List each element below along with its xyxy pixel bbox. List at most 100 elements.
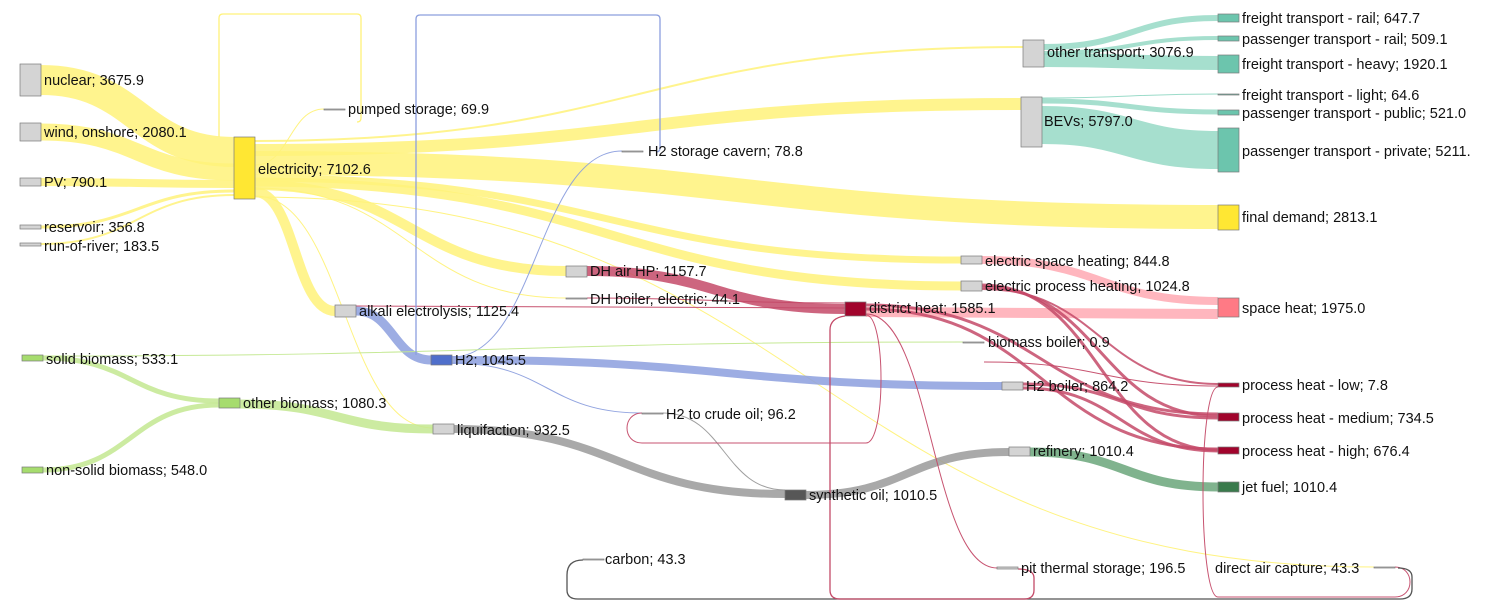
- flow-dac-to-phlow: [1202, 386, 1411, 598]
- flow-bevs-to-flight: [1041, 93, 1219, 99]
- node-label-otherbio: other biomass; 1080.3: [243, 396, 386, 412]
- node-prail[interactable]: [1217, 35, 1240, 42]
- node-label-h2crude: H2 to crude oil; 96.2: [666, 407, 796, 423]
- flow-districtheat-to-pitstorage: [865, 313, 998, 569]
- node-wind[interactable]: [19, 122, 42, 142]
- node-districtheat[interactable]: [844, 301, 867, 317]
- flow-dhairhp-to-districtheat: [586, 266, 846, 314]
- node-label-frail: freight transport - rail; 647.7: [1242, 11, 1420, 27]
- flow-solidbio-to-biomassboiler: [42, 341, 964, 357]
- flow-districtheat-to-phhigh: [865, 307, 1219, 451]
- node-label-h2: H2; 1045.5: [455, 353, 526, 369]
- flow-h2-to-h2boiler: [451, 356, 1003, 390]
- node-label-refinery: refinery; 1010.4: [1033, 444, 1134, 460]
- node-ppublic[interactable]: [1217, 109, 1240, 116]
- flow-electricity-to-bevs: [254, 98, 1022, 156]
- node-h2crude[interactable]: [641, 412, 664, 415]
- node-label-pv: PV; 790.1: [44, 175, 107, 191]
- node-refinery[interactable]: [1008, 446, 1031, 457]
- flow-h2crude-to-synoil: [662, 412, 786, 491]
- node-label-h2boiler: H2 boiler; 864.2: [1026, 379, 1128, 395]
- node-label-espace: electric space heating; 844.8: [985, 254, 1170, 270]
- flow-h2-to-h2crude: [451, 362, 643, 414]
- node-pumped[interactable]: [323, 108, 346, 111]
- node-label-fheavy: freight transport - heavy; 1920.1: [1242, 57, 1448, 73]
- node-pv[interactable]: [19, 177, 42, 187]
- storage-loop-pitstorage: [829, 315, 1035, 600]
- node-spaceheat[interactable]: [1217, 297, 1240, 318]
- node-nonsolidbio[interactable]: [21, 466, 44, 474]
- flow-biomassboiler-to-phlow: [983, 361, 1219, 387]
- flow-pv-to-electricity: [40, 178, 235, 188]
- node-otransport[interactable]: [1022, 39, 1045, 68]
- node-pitstorage[interactable]: [996, 566, 1019, 570]
- node-label-eprocess: electric process heating; 1024.8: [985, 279, 1190, 295]
- flow-districtheat-to-phmed: [865, 303, 1219, 416]
- node-label-otransport: other transport; 3076.9: [1047, 45, 1194, 61]
- node-phmed[interactable]: [1217, 412, 1240, 422]
- flow-electricity-to-eprocess: [254, 177, 962, 291]
- node-label-ppublic: passenger transport - public; 521.0: [1242, 106, 1466, 122]
- node-reservoir[interactable]: [19, 224, 42, 230]
- node-carbon[interactable]: [582, 558, 605, 561]
- node-label-districtheat: district heat; 1585.1: [869, 301, 996, 317]
- flow-electricity-to-alkali: [254, 187, 336, 316]
- node-espace[interactable]: [960, 255, 983, 265]
- node-synoil[interactable]: [784, 489, 807, 501]
- flow-h2boiler-to-phmed: [1022, 382, 1219, 420]
- node-nuclear[interactable]: [19, 63, 42, 97]
- node-h2boiler[interactable]: [1001, 381, 1024, 391]
- node-electricity[interactable]: [233, 136, 256, 200]
- node-label-alkali: alkali electrolysis; 1125.4: [359, 304, 519, 320]
- flow-h2boiler-to-phhigh: [1022, 386, 1219, 453]
- node-label-finaldemand: final demand; 2813.1: [1242, 210, 1377, 226]
- flow-alkali-to-districtheat: [355, 305, 846, 309]
- node-dhboiler[interactable]: [565, 297, 588, 300]
- node-dac[interactable]: [1373, 566, 1396, 569]
- node-label-dhairhp: DH air HP; 1157.7: [590, 264, 707, 280]
- node-eprocess[interactable]: [960, 280, 983, 292]
- node-pprivate[interactable]: [1217, 127, 1240, 173]
- node-ror[interactable]: [19, 242, 42, 247]
- node-label-phmed: process heat - medium; 734.5: [1242, 411, 1434, 427]
- node-label-carbon: carbon; 43.3: [605, 552, 686, 568]
- storage-loop-h2cavern: [415, 14, 661, 355]
- flow-h2-to-h2cavern: [451, 150, 623, 358]
- storage-loop-electricity: [218, 13, 362, 137]
- flow-reservoir-to-electricity: [40, 189, 235, 229]
- node-finaldemand[interactable]: [1217, 204, 1240, 231]
- node-label-dhboiler: DH boiler, electric; 44.1: [590, 292, 740, 308]
- node-solidbio[interactable]: [21, 354, 44, 362]
- node-liquif[interactable]: [432, 423, 455, 435]
- node-label-flight: freight transport - light; 64.6: [1242, 88, 1419, 104]
- flow-electricity-to-espace: [254, 174, 962, 264]
- node-alkali[interactable]: [334, 304, 357, 318]
- node-bevs[interactable]: [1020, 96, 1043, 148]
- node-h2[interactable]: [430, 354, 453, 366]
- flow-electricity-to-dhairhp: [254, 180, 567, 276]
- node-label-h2cavern: H2 storage cavern; 78.8: [648, 144, 803, 160]
- sankey-nodes: [19, 13, 1396, 570]
- node-label-dac: direct air capture; 43.3: [1215, 561, 1359, 577]
- node-phlow[interactable]: [1217, 382, 1240, 388]
- node-label-electricity: electricity; 7102.6: [258, 162, 371, 178]
- node-jetfuel[interactable]: [1217, 481, 1240, 493]
- node-label-synoil: synthetic oil; 1010.5: [809, 488, 937, 504]
- node-otherbio[interactable]: [218, 397, 241, 409]
- node-biomassboiler[interactable]: [962, 341, 985, 344]
- flow-nuclear-to-electricity: [40, 65, 235, 167]
- node-h2cavern[interactable]: [621, 150, 644, 153]
- node-phhigh[interactable]: [1217, 446, 1240, 455]
- node-frail[interactable]: [1217, 13, 1240, 23]
- node-fheavy[interactable]: [1217, 54, 1240, 74]
- node-dhairhp[interactable]: [565, 265, 588, 278]
- node-label-phlow: process heat - low; 7.8: [1242, 378, 1388, 394]
- flow-refinery-to-jetfuel: [1029, 447, 1219, 492]
- flow-alkali-to-h2: [355, 306, 432, 365]
- flow-otransport-to-fheavy: [1043, 53, 1219, 70]
- flow-otherbio-to-liquif: [239, 399, 434, 434]
- node-label-jetfuel: jet fuel; 1010.4: [1241, 480, 1337, 496]
- node-label-ror: run-of-river; 183.5: [44, 239, 159, 255]
- node-flight[interactable]: [1217, 93, 1240, 96]
